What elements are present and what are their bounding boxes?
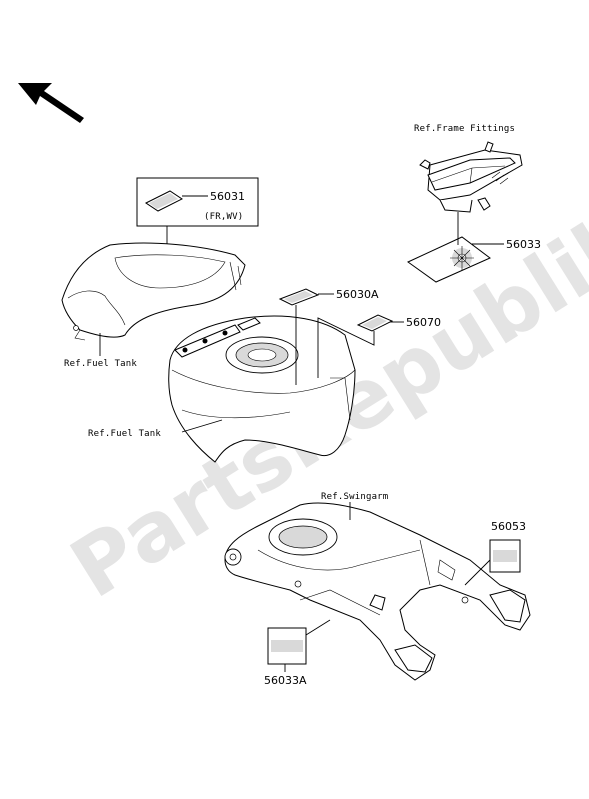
part-number-56053: 56053 (491, 520, 526, 533)
ref-swingarm-label: Ref.Swingarm (321, 492, 388, 502)
ref-frame-fittings-label: Ref.Frame Fittings (414, 124, 515, 134)
fuel-tank-cover-part (61, 242, 246, 341)
label-56070 (356, 314, 394, 332)
part-number-56033: 56033 (506, 238, 541, 251)
fuel-tank-part (168, 315, 356, 463)
part-number-56031: 56031 (210, 190, 245, 203)
ref-fuel-tank-upper-label: Ref.Fuel Tank (64, 359, 137, 369)
frame-fittings-part (419, 141, 523, 213)
part-number-56070: 56070 (406, 316, 441, 329)
label-56053 (489, 539, 521, 573)
swingarm-part (224, 502, 531, 681)
label-56031-callout (136, 177, 259, 227)
part-number-56030a: 56030A (336, 288, 379, 301)
front-direction-arrow-icon (18, 83, 84, 123)
part-note-56031: (FR,WV) (204, 212, 243, 222)
part-number-56033a: 56033A (264, 674, 307, 687)
ref-fuel-tank-lower-label: Ref.Fuel Tank (88, 429, 161, 439)
label-56033a (267, 627, 307, 665)
label-56030a (278, 288, 320, 306)
label-56033 (407, 236, 491, 283)
